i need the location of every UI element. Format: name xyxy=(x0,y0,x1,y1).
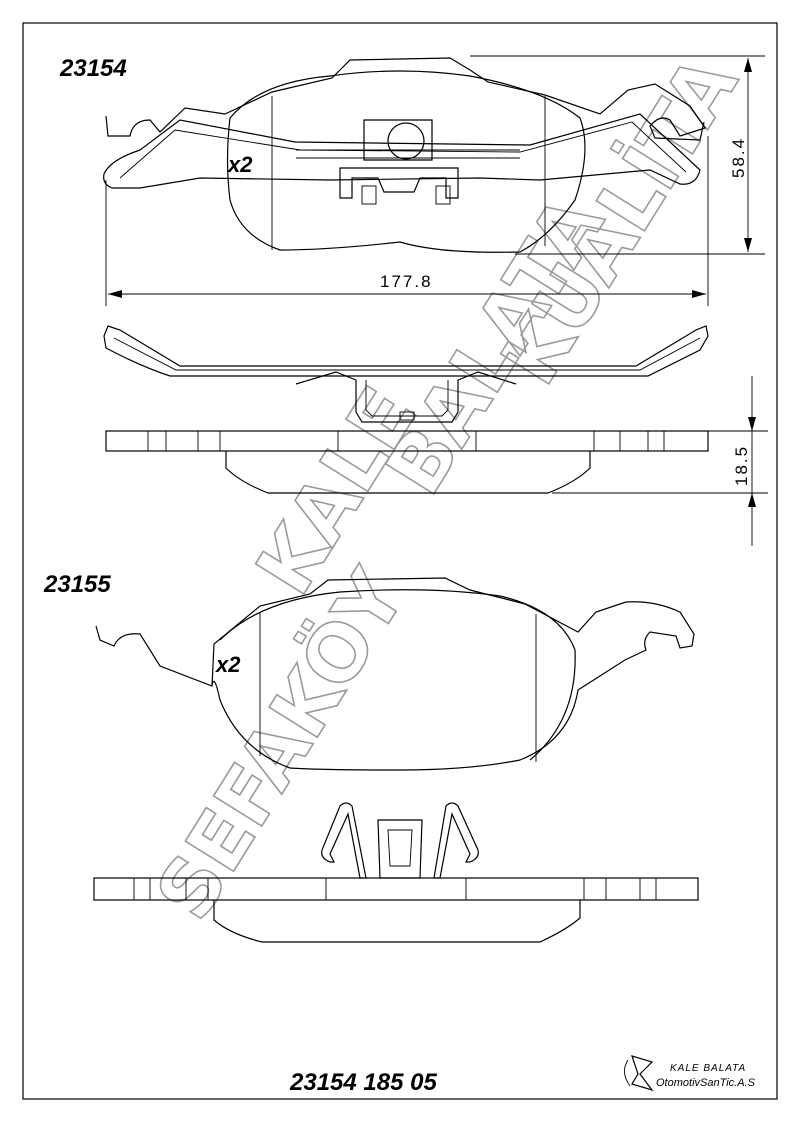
kale-balata-logo-icon xyxy=(624,1055,654,1092)
sheet-border xyxy=(22,22,778,1100)
dimension-thickness-label: 18.5 xyxy=(732,445,751,486)
dimension-height-label: 58.4 xyxy=(729,137,748,178)
part-number-bottom: 23155 xyxy=(43,571,111,598)
quantity-top: x2 xyxy=(227,152,253,177)
brake-pad-23154-front-view xyxy=(103,57,706,253)
brand-name: KALE BALATA xyxy=(670,1063,746,1074)
part-number-top: 23154 xyxy=(59,55,127,82)
quantity-bottom: x2 xyxy=(215,652,241,677)
dimension-width xyxy=(105,136,709,306)
brake-pad-23154-side-view xyxy=(103,325,709,494)
brake-pad-23155-front-view xyxy=(95,577,695,771)
dimension-width-label: 177.8 xyxy=(380,272,433,291)
catalog-number: 23154 185 05 xyxy=(289,1069,437,1096)
dimension-thickness xyxy=(552,376,768,546)
brand-company: OtomotivSanTic.A.S xyxy=(656,1077,756,1089)
dimension-height xyxy=(470,55,765,255)
brake-pad-23155-side-view xyxy=(93,802,699,943)
